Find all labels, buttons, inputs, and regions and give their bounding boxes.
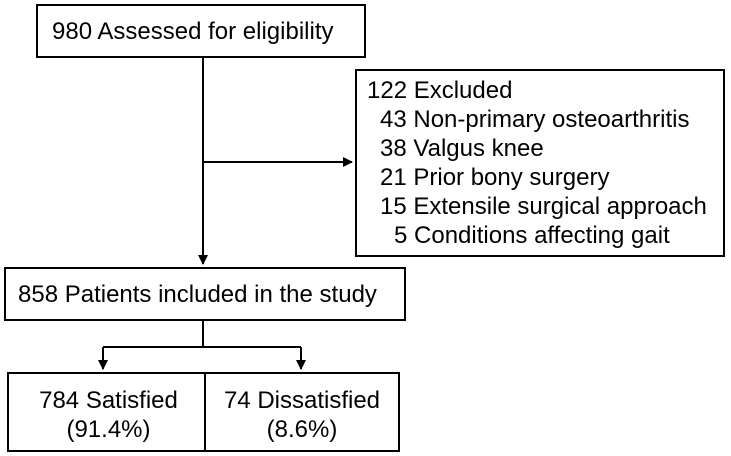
- excluded-title: 122 Excluded: [367, 77, 513, 104]
- satisfied-percent: (91.4%): [66, 416, 151, 443]
- assessed-label: 980 Assessed for eligibility: [52, 18, 334, 45]
- exclusion-reason: 38 Valgus knee: [380, 135, 544, 162]
- exclusion-reason: 21 Prior bony surgery: [380, 164, 610, 191]
- exclusion-reason: 15 Extensile surgical approach: [380, 193, 707, 220]
- included-box: 858 Patients included in the study: [4, 267, 406, 321]
- exclusion-reason: 43 Non-primary osteoarthritis: [380, 106, 690, 133]
- satisfied-count: 784 Satisfied: [39, 387, 178, 414]
- excluded-box: 122 Excluded 43 Non-primary osteoarthrit…: [355, 69, 725, 257]
- assessed-box: 980 Assessed for eligibility: [36, 4, 366, 58]
- dissatisfied-percent: (8.6%): [266, 416, 338, 443]
- exclusion-reason: 5 Conditions affecting gait: [394, 222, 670, 249]
- included-label: 858 Patients included in the study: [18, 281, 377, 308]
- dissatisfied-box: 74 Dissatisfied (8.6%): [204, 372, 400, 452]
- satisfied-box: 784 Satisfied (91.4%): [7, 372, 210, 452]
- dissatisfied-count: 74 Dissatisfied: [223, 387, 381, 414]
